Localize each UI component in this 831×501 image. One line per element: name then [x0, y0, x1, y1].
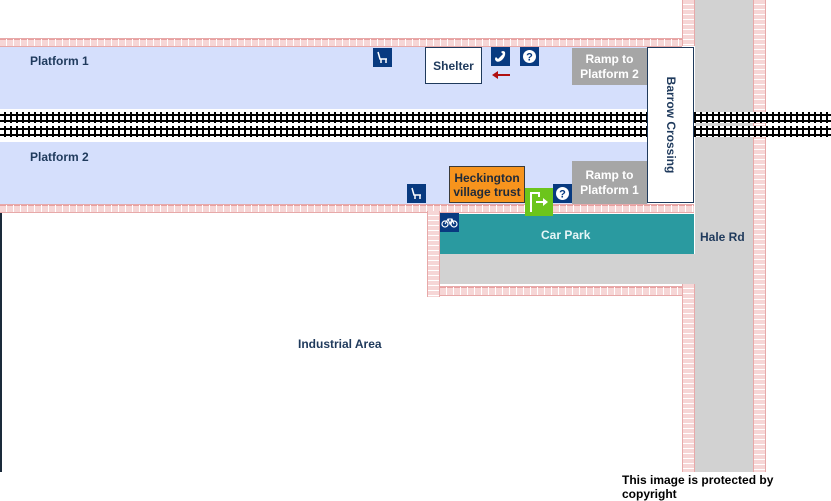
help-point-icon: ?	[520, 47, 539, 66]
platform-1	[0, 47, 648, 109]
exit-icon	[525, 188, 553, 216]
svg-text:?: ?	[526, 52, 533, 64]
platform-1-label: Platform 1	[30, 54, 89, 68]
car-park-wall-left	[427, 211, 440, 297]
car-park	[440, 214, 694, 254]
seat-icon	[407, 184, 426, 203]
bicycle-icon	[440, 213, 459, 232]
car-park-access	[440, 254, 695, 284]
platform-2-wall	[0, 204, 694, 213]
seat-icon	[373, 48, 392, 67]
boundary-line	[0, 213, 2, 472]
ramp-to-platform-1: Ramp to Platform 1	[572, 161, 647, 204]
ramp-to-platform-2: Ramp to Platform 2	[572, 48, 647, 85]
ramp-to-platform-1-line2: Platform 1	[580, 182, 639, 197]
hale-road	[695, 0, 753, 472]
car-park-wall-bottom	[440, 286, 682, 296]
road-wall-left-bottom	[682, 284, 695, 472]
trust-line2: village trust	[453, 184, 521, 199]
barrow-crossing-label: Barrow Crossing	[663, 76, 678, 174]
railway-tracks	[0, 109, 831, 140]
hale-rd-label: Hale Rd	[700, 230, 745, 244]
ramp-to-platform-2-line1: Ramp to	[585, 51, 634, 66]
telephone-icon	[491, 47, 510, 66]
heckington-village-trust: Heckington village trust	[449, 166, 525, 203]
ramp-to-platform-1-line1: Ramp to	[585, 167, 634, 182]
platform-1-wall	[0, 38, 682, 47]
arrow-left-icon	[491, 70, 511, 80]
barrow-crossing: Barrow Crossing	[647, 47, 694, 203]
help-point-icon: ?	[553, 184, 572, 203]
industrial-area-label: Industrial Area	[298, 337, 382, 351]
car-park-label: Car Park	[541, 228, 591, 242]
shelter: Shelter	[425, 47, 482, 84]
shelter-label: Shelter	[433, 58, 474, 73]
svg-text:?: ?	[559, 189, 566, 201]
copyright-notice: This image is protected by copyright	[622, 473, 774, 501]
ramp-to-platform-2-line2: Platform 2	[580, 66, 639, 81]
platform-2-label: Platform 2	[30, 150, 89, 164]
road-wall-right	[753, 0, 766, 472]
trust-line1: Heckington	[454, 170, 520, 185]
road-wall-left-top	[682, 0, 695, 46]
